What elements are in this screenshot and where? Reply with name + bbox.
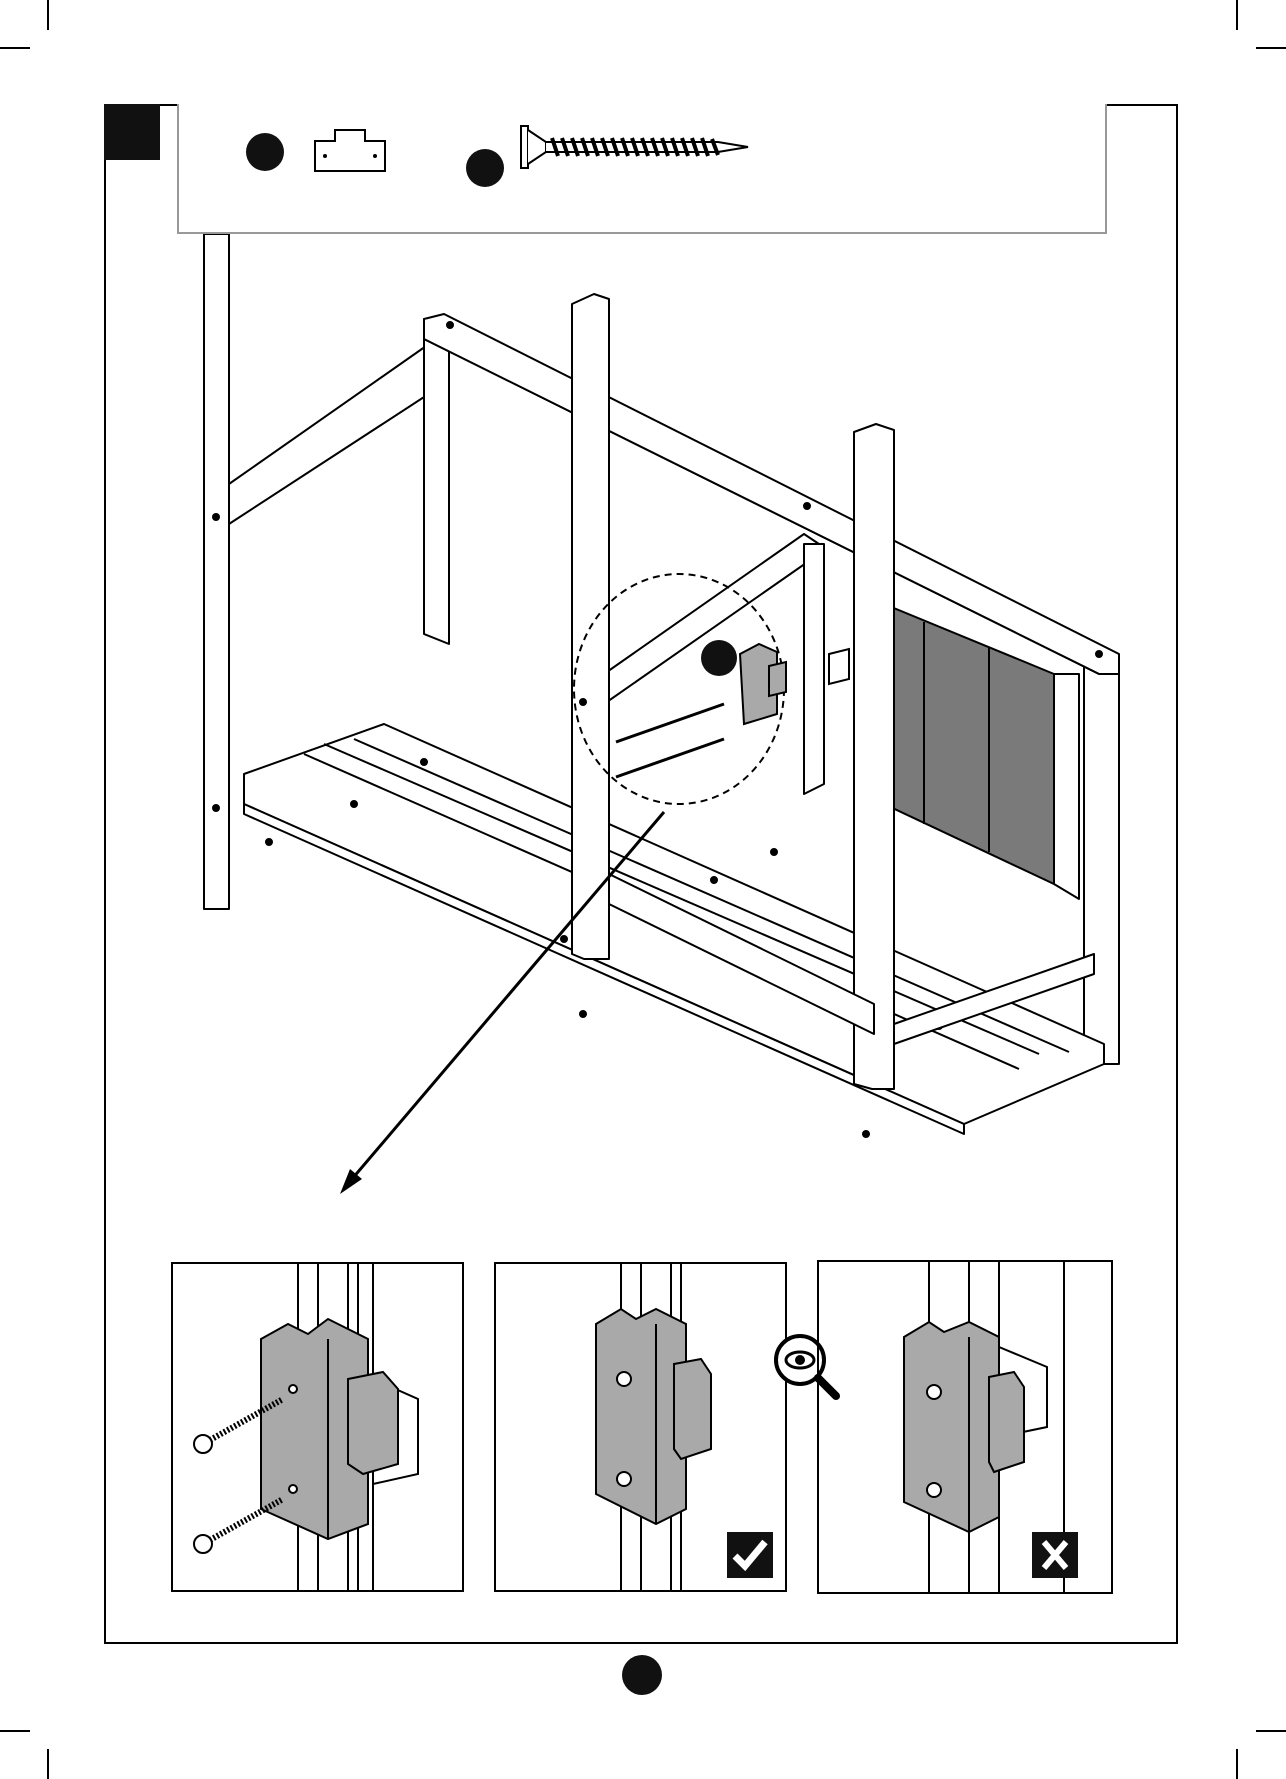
step-marker — [104, 104, 160, 160]
detail-panel-install — [171, 1262, 464, 1592]
crop-mark — [0, 1730, 30, 1732]
checkmark-icon — [727, 1532, 773, 1578]
crop-mark — [1236, 0, 1238, 30]
crop-mark — [0, 47, 30, 49]
bench-frame-illustration — [104, 234, 1178, 1254]
crop-mark — [47, 1749, 49, 1779]
crop-mark — [47, 0, 49, 30]
part-callout — [466, 149, 504, 187]
page-number-marker — [622, 1655, 662, 1695]
crop-mark — [1256, 47, 1286, 49]
detail-panel-correct — [494, 1262, 787, 1592]
crop-mark — [1236, 1749, 1238, 1779]
latch-bracket-icon — [313, 127, 389, 173]
screw-icon — [518, 124, 754, 170]
detail-panel-incorrect — [817, 1260, 1113, 1594]
crop-mark — [1256, 1730, 1286, 1732]
part-callout — [246, 133, 284, 171]
cross-icon — [1032, 1532, 1078, 1578]
